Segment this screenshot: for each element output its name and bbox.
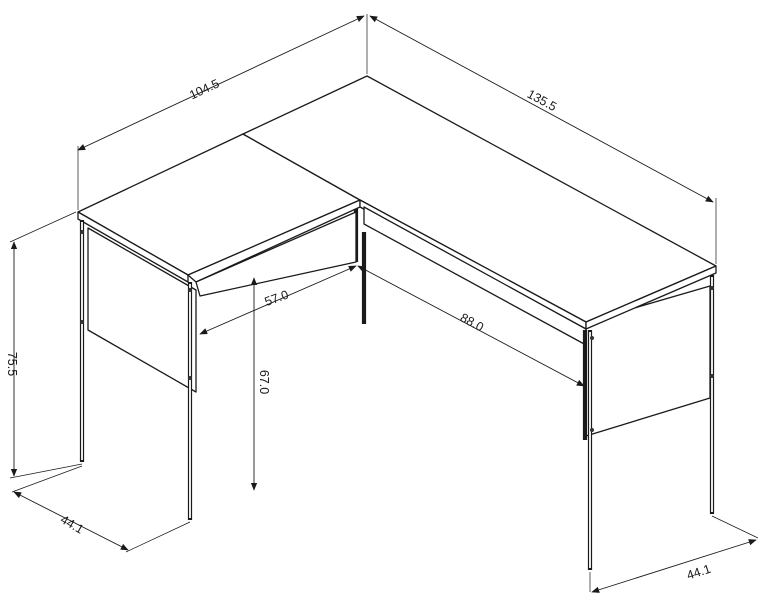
dim-left-depth: 44.1 bbox=[13, 491, 129, 551]
panel-bolts bbox=[80, 230, 714, 432]
left-modesty-panel bbox=[87, 227, 197, 393]
dim-inner-left-span-label: 57.0 bbox=[263, 287, 291, 308]
dim-right-depth-label: 44.1 bbox=[685, 562, 713, 583]
back-legs bbox=[353, 206, 367, 324]
extension-lines bbox=[9, 14, 759, 592]
dim-knee-clearance: 67.0 bbox=[250, 277, 271, 491]
dim-right-width-label: 135.5 bbox=[525, 87, 559, 114]
dim-height-label: 75.5 bbox=[5, 352, 19, 376]
left-desktop bbox=[77, 133, 361, 283]
dim-left-depth-label: 44.1 bbox=[58, 512, 86, 536]
dim-inner-right-span-label: 88.0 bbox=[458, 311, 486, 335]
dim-left-width-label: 104.5 bbox=[187, 76, 221, 102]
front-legs bbox=[79, 220, 715, 570]
dim-right-depth: 44.1 bbox=[591, 539, 757, 593]
dim-height: 75.5 bbox=[5, 241, 19, 477]
dim-knee-clearance-label: 67.0 bbox=[257, 370, 271, 394]
